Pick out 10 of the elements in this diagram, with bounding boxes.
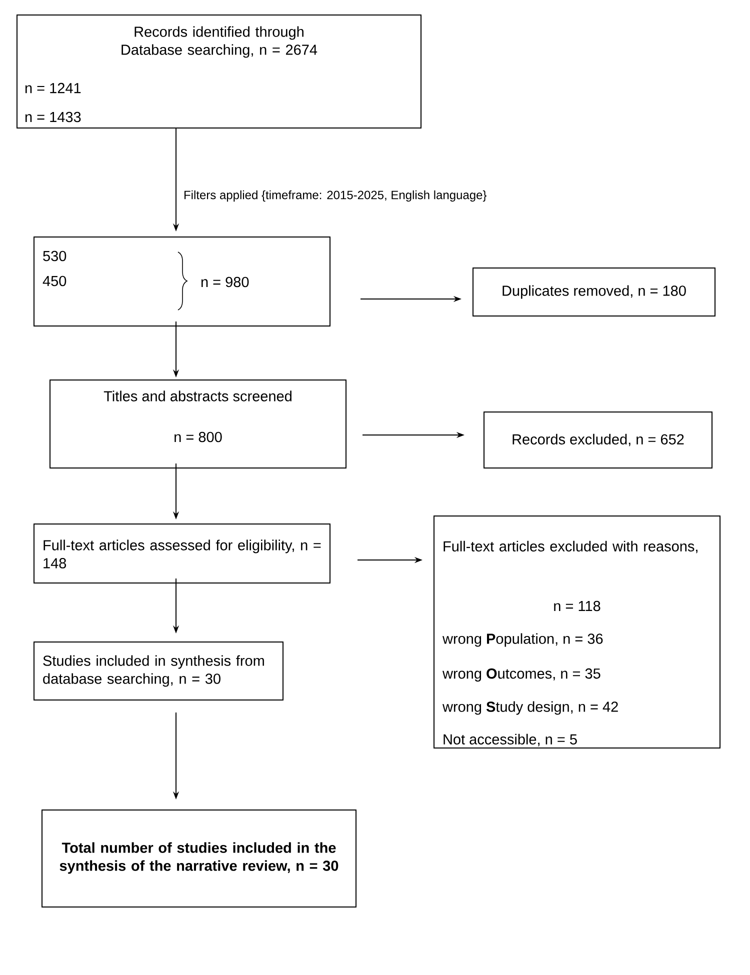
process-box: 530 450 n = 980 [34, 236, 330, 326]
process-box: Records identified through Database searching, n = 2674 n = 1241 n = 1433 [16, 14, 422, 128]
process-box: Records excluded, n = 652 [484, 412, 712, 468]
process-box: Total number of studies included in the synthesis of the narrative review, n = 30 [42, 810, 356, 908]
process-box: Full-text articles excluded with reasons, n = 118 wrong Population, n = 36 wrong Outcomes, n = 35 wrong Study design, n = 42 Not accessible, n = 5 [434, 516, 720, 748]
process-box: Full-text articles assessed for eligibility, n = 148 [34, 524, 330, 584]
edge-label: Filters applied {timeframe: 2015-2025, English language} [182, 189, 488, 203]
process-box: Studies included in synthesis from database searching, n = 30 [34, 642, 284, 700]
process-box: Duplicates removed, n = 180 [472, 268, 716, 316]
process-box: Titles and abstracts screened n = 800 [50, 380, 346, 468]
